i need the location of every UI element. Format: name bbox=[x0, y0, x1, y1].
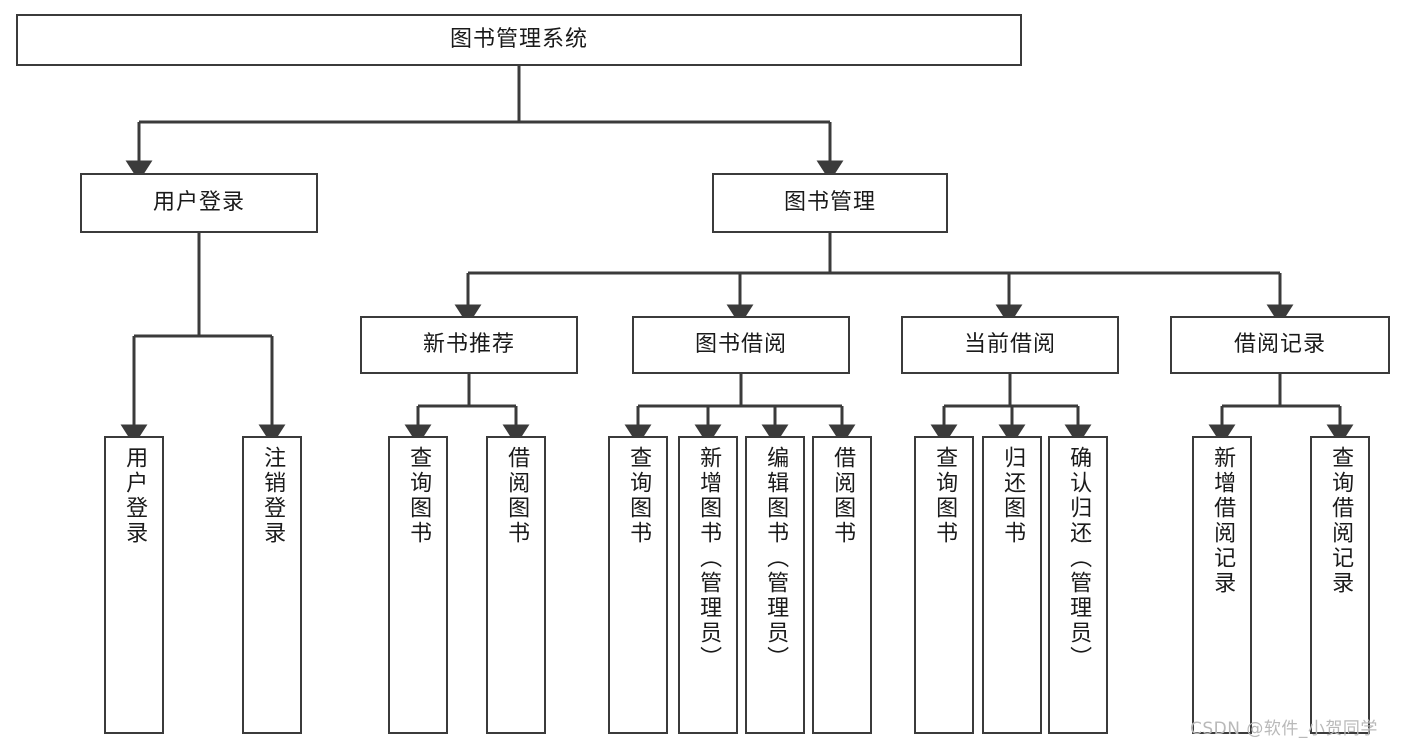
node-current-borrow[interactable]: 当前借阅 bbox=[901, 316, 1119, 374]
node-borrow-record-label: 借阅记录 bbox=[1233, 331, 1326, 357]
node-root-label: 图书管理系统 bbox=[449, 26, 588, 52]
node-book-manage-label: 图书管理 bbox=[783, 189, 876, 215]
node-leaf-query-book-3-label: 查询图书 bbox=[932, 446, 958, 546]
node-leaf-borrow-book-1[interactable]: 借阅图书 bbox=[486, 436, 546, 734]
node-leaf-confirm-return-label: 确认归还（管理员） bbox=[1066, 446, 1092, 671]
node-user-login[interactable]: 用户登录 bbox=[80, 173, 318, 233]
node-leaf-confirm-return[interactable]: 确认归还（管理员） bbox=[1048, 436, 1108, 734]
node-book-borrow-label: 图书借阅 bbox=[694, 331, 787, 357]
node-leaf-query-book-1[interactable]: 查询图书 bbox=[388, 436, 448, 734]
node-new-book-rec[interactable]: 新书推荐 bbox=[360, 316, 578, 374]
node-leaf-borrow-book-2[interactable]: 借阅图书 bbox=[812, 436, 872, 734]
node-book-manage[interactable]: 图书管理 bbox=[712, 173, 948, 233]
node-root[interactable]: 图书管理系统 bbox=[16, 14, 1022, 66]
node-borrow-record[interactable]: 借阅记录 bbox=[1170, 316, 1390, 374]
node-leaf-query-record-label: 查询借阅记录 bbox=[1328, 446, 1354, 596]
node-leaf-user-login-label: 用户登录 bbox=[122, 446, 148, 546]
node-new-book-rec-label: 新书推荐 bbox=[422, 331, 515, 357]
node-leaf-query-record[interactable]: 查询借阅记录 bbox=[1310, 436, 1370, 734]
node-leaf-query-book-3[interactable]: 查询图书 bbox=[914, 436, 974, 734]
watermark: CSDN @软件_小贺同学 bbox=[1190, 719, 1378, 739]
node-leaf-return-book[interactable]: 归还图书 bbox=[982, 436, 1042, 734]
node-leaf-add-record-label: 新增借阅记录 bbox=[1210, 446, 1236, 596]
node-leaf-borrow-book-2-label: 借阅图书 bbox=[830, 446, 856, 546]
node-leaf-query-book-2[interactable]: 查询图书 bbox=[608, 436, 668, 734]
node-user-login-label: 用户登录 bbox=[152, 189, 245, 215]
node-leaf-user-logout[interactable]: 注销登录 bbox=[242, 436, 302, 734]
node-leaf-query-book-1-label: 查询图书 bbox=[406, 446, 432, 546]
node-leaf-return-book-label: 归还图书 bbox=[1000, 446, 1026, 546]
node-leaf-borrow-book-1-label: 借阅图书 bbox=[504, 446, 530, 546]
node-current-borrow-label: 当前借阅 bbox=[963, 331, 1056, 357]
node-leaf-edit-book[interactable]: 编辑图书（管理员） bbox=[745, 436, 805, 734]
node-leaf-edit-book-label: 编辑图书（管理员） bbox=[763, 446, 789, 671]
node-leaf-add-book[interactable]: 新增图书（管理员） bbox=[678, 436, 738, 734]
node-leaf-user-logout-label: 注销登录 bbox=[260, 446, 286, 546]
node-leaf-query-book-2-label: 查询图书 bbox=[626, 446, 652, 546]
node-leaf-user-login[interactable]: 用户登录 bbox=[104, 436, 164, 734]
node-leaf-add-record[interactable]: 新增借阅记录 bbox=[1192, 436, 1252, 734]
node-book-borrow[interactable]: 图书借阅 bbox=[632, 316, 850, 374]
node-leaf-add-book-label: 新增图书（管理员） bbox=[696, 446, 722, 671]
